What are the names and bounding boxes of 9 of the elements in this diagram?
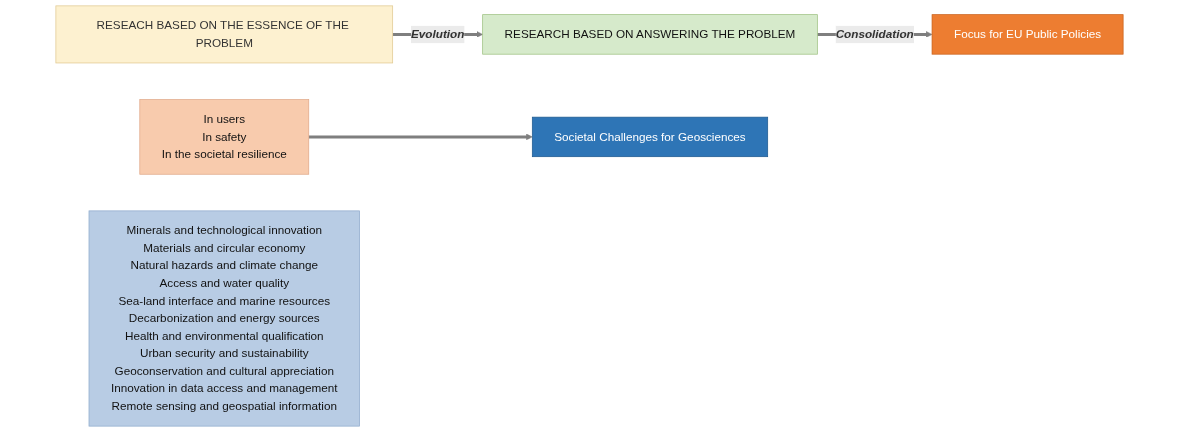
arrow	[308, 133, 533, 141]
edge-label: Evolution	[410, 27, 465, 41]
edge-label: Consolidation	[835, 27, 914, 41]
node-box: RESEACH BASED ON THE ESSENCE OF THE PROBLEM	[55, 5, 394, 64]
node-box: RESEARCH BASED ON ANSWERING THE PROBLEM	[482, 14, 818, 55]
node-box: Minerals and technological innovation Materials and circular economy Natural hazards and climate change Access and water quality Sea-land interface and marine resources Decarbonization and energy sources Health and environmental qualification Urban security and sustainability Geoconservation and cultural appreciation Innovation in data access and management Remote sensing and geospatial information	[88, 210, 360, 427]
node-box: Focus for EU Public Policies	[931, 14, 1124, 55]
node-box: In users In safety In the societal resilience	[139, 99, 310, 175]
node-box: Societal Challenges for Geosciences	[531, 116, 769, 158]
